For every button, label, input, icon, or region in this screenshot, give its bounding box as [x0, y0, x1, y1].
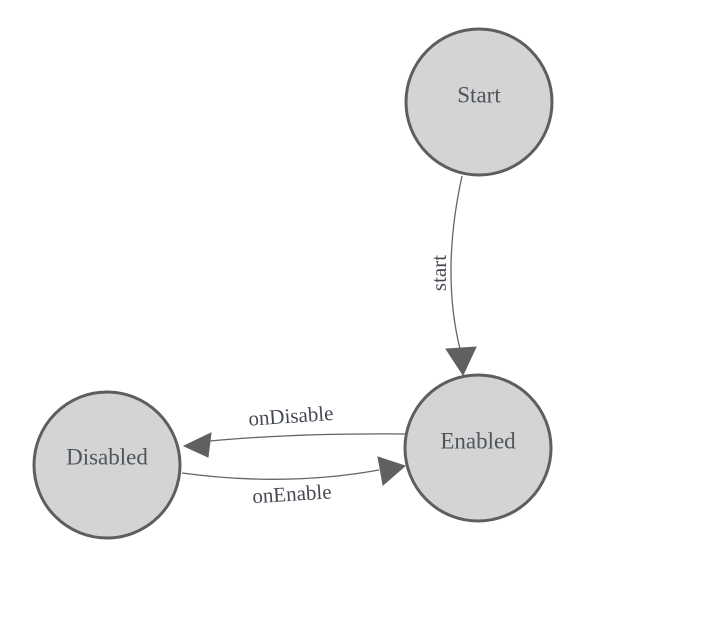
- edge-labels-layer: start onDisable onEnable: [248, 255, 451, 508]
- transition-edge-start[interactable]: [450, 175, 463, 350]
- state-label-start: Start: [457, 82, 501, 107]
- arrowhead-ondisable-icon[interactable]: [182, 432, 212, 458]
- arrowheads-layer: [182, 346, 477, 486]
- state-label-enabled: Enabled: [440, 428, 516, 453]
- state-node-start[interactable]: [404, 27, 554, 177]
- state-node-disabled[interactable]: [32, 390, 182, 540]
- edges-layer: [181, 175, 463, 480]
- state-label-disabled: Disabled: [66, 444, 148, 469]
- transition-label-onenable: onEnable: [252, 479, 333, 508]
- arrowhead-onenable-icon[interactable]: [377, 456, 406, 486]
- nodes-layer: [32, 27, 554, 540]
- transition-label-start: start: [427, 255, 451, 291]
- transition-edge-onenable[interactable]: [181, 469, 380, 480]
- arrowhead-start-icon[interactable]: [445, 346, 477, 377]
- transition-edge-ondisable[interactable]: [209, 433, 407, 442]
- transition-label-ondisable: onDisable: [248, 401, 335, 431]
- state-node-enabled[interactable]: [403, 373, 553, 523]
- node-labels-layer: Start Enabled Disabled: [66, 82, 516, 469]
